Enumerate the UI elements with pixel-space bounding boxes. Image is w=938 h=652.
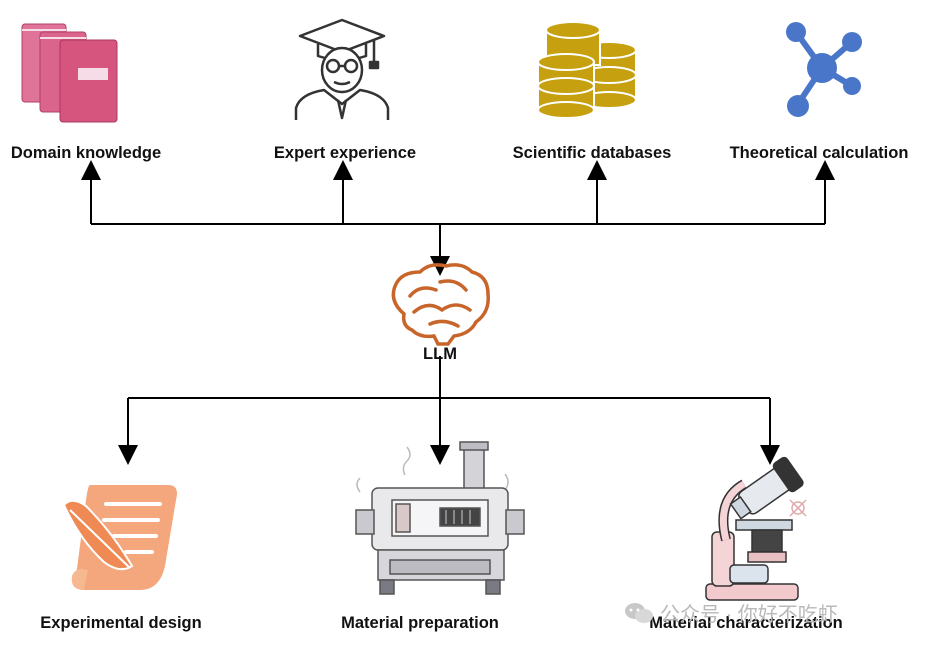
- theoretical-calculation-label: Theoretical calculation: [729, 144, 909, 162]
- molecule-icon: [786, 22, 862, 117]
- scholar-icon: [294, 18, 390, 120]
- material-preparation-label: Material preparation: [341, 614, 499, 632]
- watermark-text: 公众号 · 你好不吃虾: [660, 604, 838, 626]
- domain-knowledge-label: Domain knowledge: [10, 144, 162, 162]
- top-connectors: [81, 160, 835, 276]
- books-icon: [21, 23, 118, 123]
- material-characterization-label: Material characterization: [649, 614, 843, 632]
- brain-icon: [391, 263, 490, 346]
- database-icon: [537, 21, 637, 119]
- wechat-icon: [625, 602, 653, 623]
- expert-experience-label: Expert experience: [273, 144, 417, 162]
- experimental-design-label: Experimental design: [40, 614, 202, 632]
- furnace-icon: [355, 441, 525, 595]
- scientific-databases-label: Scientific databases: [512, 144, 672, 162]
- scroll-quill-icon: [62, 485, 177, 590]
- watermark: 公众号 · 你好不吃虾: [624, 598, 838, 627]
- llm-label: LLM: [423, 345, 457, 363]
- microscope-icon: [705, 456, 807, 601]
- bottom-connectors: [118, 356, 780, 465]
